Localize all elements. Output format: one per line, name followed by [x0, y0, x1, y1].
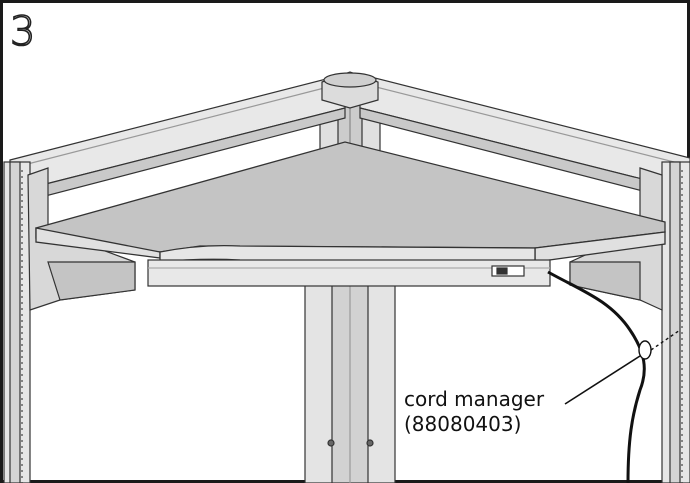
corner-shelf [35, 141, 666, 263]
keyboard-tray [147, 259, 551, 287]
right-bracket [569, 167, 663, 311]
cord-manager-clip-icon [638, 329, 681, 360]
left-bracket [27, 167, 136, 311]
callout-leader [564, 355, 641, 405]
left-post [3, 161, 31, 483]
corner-cap [321, 71, 379, 109]
tray-switch [491, 265, 525, 277]
callout-part-number: (88080403) [404, 412, 522, 436]
step-number: 3 [9, 9, 36, 55]
callout-label: cord manager [404, 387, 545, 411]
right-post [661, 161, 690, 483]
